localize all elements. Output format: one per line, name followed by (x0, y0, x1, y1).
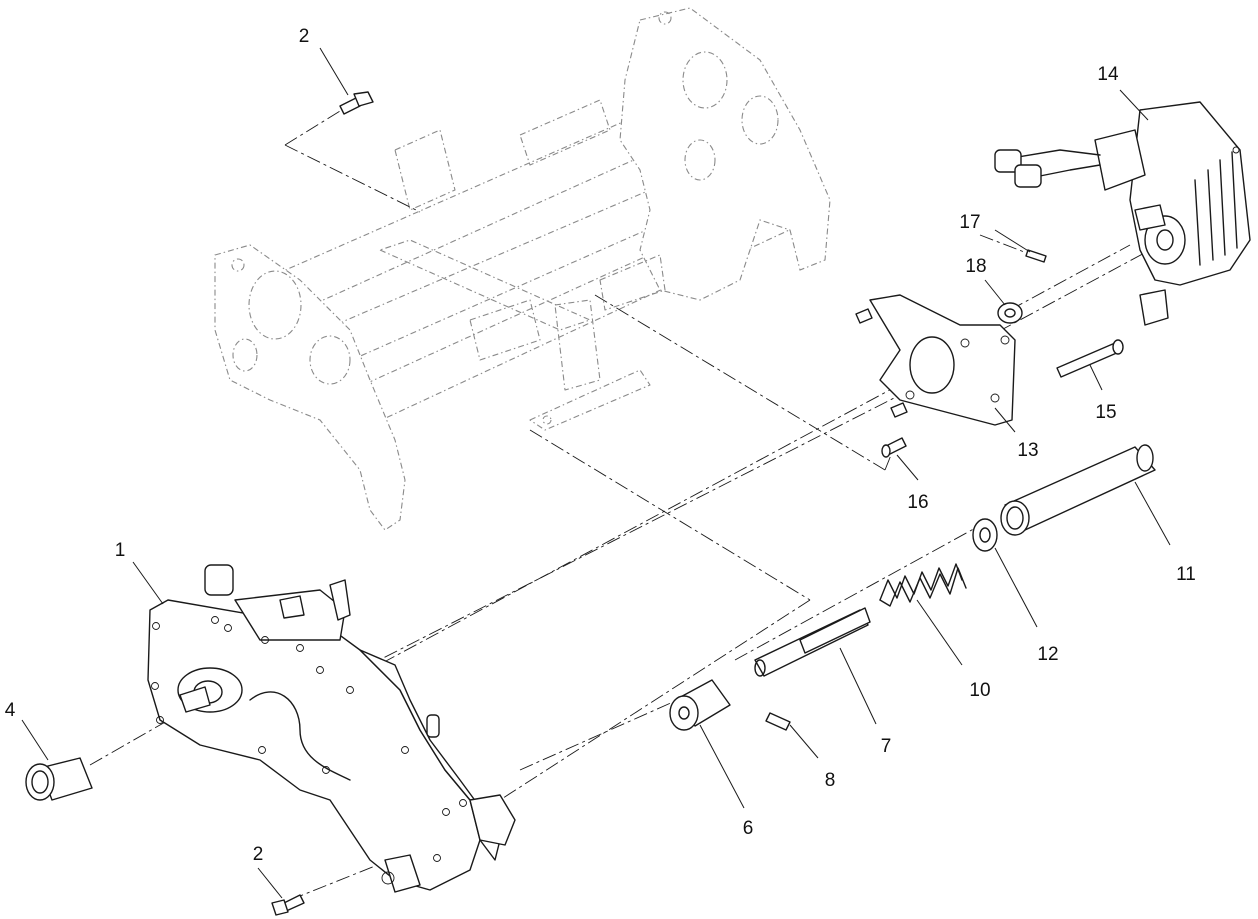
cap-screw-long (1056, 339, 1124, 378)
callout-15: 15 (1095, 402, 1116, 423)
callout-4: 4 (5, 700, 16, 721)
callout-16: 16 (907, 492, 928, 513)
hex-washer (972, 518, 998, 552)
shaft-key (1025, 249, 1047, 263)
compression-spring (879, 563, 967, 607)
shaft-coupling (669, 679, 731, 731)
gearbox-housing (147, 564, 516, 893)
drive-shaft (754, 607, 871, 677)
callout-10: 10 (969, 680, 990, 701)
alignment-lines (89, 107, 1151, 901)
callout-18: 18 (965, 256, 986, 277)
callout-8: 8 (825, 770, 836, 791)
cap-screw-short (881, 437, 907, 458)
leader-lines (21, 47, 1171, 899)
callout-12: 12 (1037, 644, 1058, 665)
callout-11: 11 (1176, 564, 1196, 585)
callout-7: 7 (881, 736, 892, 757)
bolt-upper (339, 91, 374, 115)
callout-6: 6 (743, 818, 754, 839)
callout-1: 1 (115, 540, 126, 561)
callout-17: 17 (959, 212, 980, 233)
thrust-washer (997, 302, 1023, 324)
coupler-sleeve (25, 757, 93, 801)
callout-labels: 1 2 2 4 6 7 8 10 11 12 13 14 15 16 17 18 (5, 26, 1196, 865)
callout-13: 13 (1017, 440, 1038, 461)
electric-motor (994, 101, 1251, 326)
phantom-frame (214, 7, 831, 531)
callout-2-upper: 2 (299, 26, 310, 47)
callout-2-lower: 2 (253, 844, 264, 865)
outer-tube (1000, 444, 1156, 536)
motor-mount-plate (855, 294, 1016, 426)
roll-pin (765, 712, 791, 731)
bolt-lower (271, 894, 305, 916)
callout-14: 14 (1097, 64, 1119, 85)
